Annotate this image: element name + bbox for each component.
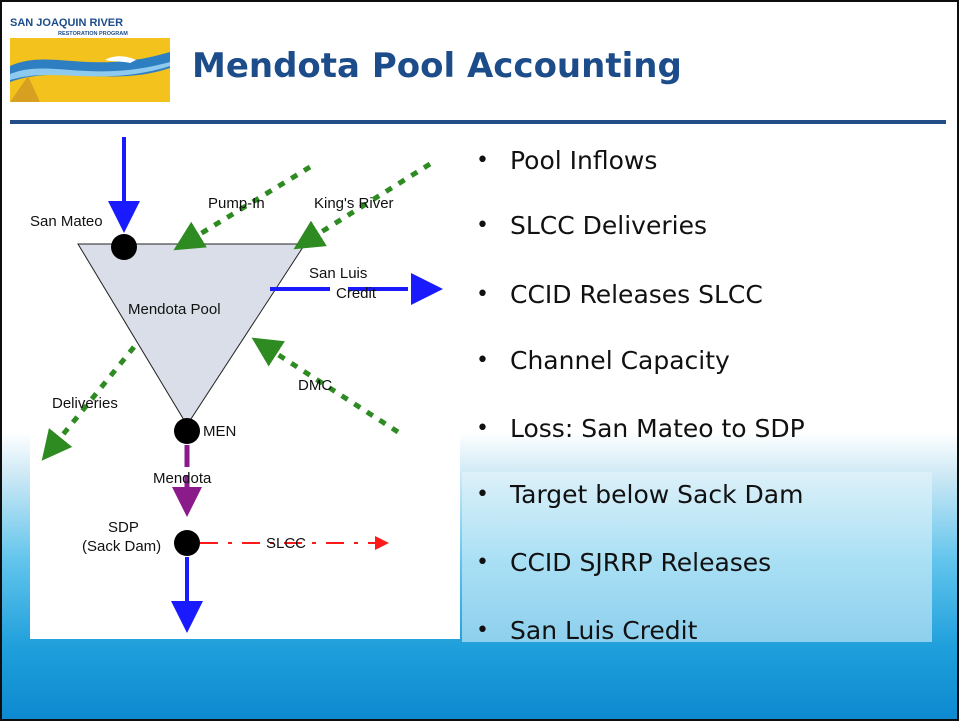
men-label: MEN	[203, 423, 236, 440]
bullet-dot: •	[476, 481, 489, 507]
sdp-label-line2: (Sack Dam)	[82, 538, 161, 555]
bullet-item: • Target below Sack Dam	[472, 474, 803, 514]
men-node	[174, 418, 200, 444]
pump-in-label: Pump-In	[208, 195, 265, 212]
mendota-pool-diagram: San Mateo Pump-In King's River San Luis …	[30, 127, 460, 639]
bullet-dot: •	[476, 549, 489, 575]
title-divider	[10, 120, 946, 124]
pump-in-arrow	[173, 164, 312, 251]
bullet-dot: •	[476, 617, 489, 643]
bullet-item: • Loss: San Mateo to SDP	[472, 408, 805, 448]
bullet-text: Loss: San Mateo to SDP	[510, 413, 805, 443]
bullet-item: • CCID Releases SLCC	[472, 274, 763, 314]
bullet-item: • San Luis Credit	[472, 610, 697, 650]
bullet-item: • Channel Capacity	[472, 340, 730, 380]
pool-label: Mendota Pool	[128, 301, 221, 318]
san-mateo-label: San Mateo	[30, 213, 103, 230]
bullet-item: • Pool Inflows	[472, 140, 657, 180]
header: SAN JOAQUIN RIVER RESTORATION PROGRAM Me…	[2, 2, 957, 104]
bullet-item: • SLCC Deliveries	[472, 205, 707, 245]
bullet-text: SLCC Deliveries	[510, 210, 707, 240]
san-mateo-node	[111, 234, 137, 260]
logo-line2: RESTORATION PROGRAM	[58, 31, 128, 37]
san-luis-credit-label-line1: San Luis	[309, 265, 367, 282]
bullet-text: CCID Releases SLCC	[510, 279, 763, 309]
dmc-label: DMC	[298, 377, 332, 394]
sdp-label-line1: SDP	[108, 519, 139, 536]
dmc-arrow	[251, 337, 400, 435]
mendota-flow-label: Mendota	[153, 470, 212, 487]
bullet-dot: •	[476, 281, 489, 307]
bullet-item: • CCID SJRRP Releases	[472, 542, 771, 582]
background-panel	[462, 472, 932, 642]
kings-river-arrow	[293, 161, 432, 250]
slide-title: Mendota Pool Accounting	[192, 46, 682, 86]
bullet-text: CCID SJRRP Releases	[510, 547, 772, 577]
bullet-text: Target below Sack Dam	[510, 479, 804, 509]
bullet-dot: •	[476, 347, 489, 373]
logo-line1: SAN JOAQUIN RIVER	[10, 17, 123, 29]
bullet-text: Channel Capacity	[510, 345, 730, 375]
deliveries-label: Deliveries	[52, 395, 118, 412]
san-luis-credit-label-line2: Credit	[336, 285, 377, 302]
bullet-dot: •	[476, 415, 489, 441]
sdp-node	[174, 530, 200, 556]
slcc-label: SLCC	[266, 535, 306, 552]
kings-river-label: King's River	[314, 195, 394, 212]
bullet-dot: •	[476, 147, 489, 173]
bullet-dot: •	[476, 212, 489, 238]
bullet-text: Pool Inflows	[510, 145, 658, 175]
bullet-list: • Pool Inflows • SLCC Deliveries • CCID Rel…	[472, 134, 942, 646]
bullet-text: San Luis Credit	[510, 615, 698, 645]
program-logo: SAN JOAQUIN RIVER RESTORATION PROGRAM	[10, 17, 170, 102]
